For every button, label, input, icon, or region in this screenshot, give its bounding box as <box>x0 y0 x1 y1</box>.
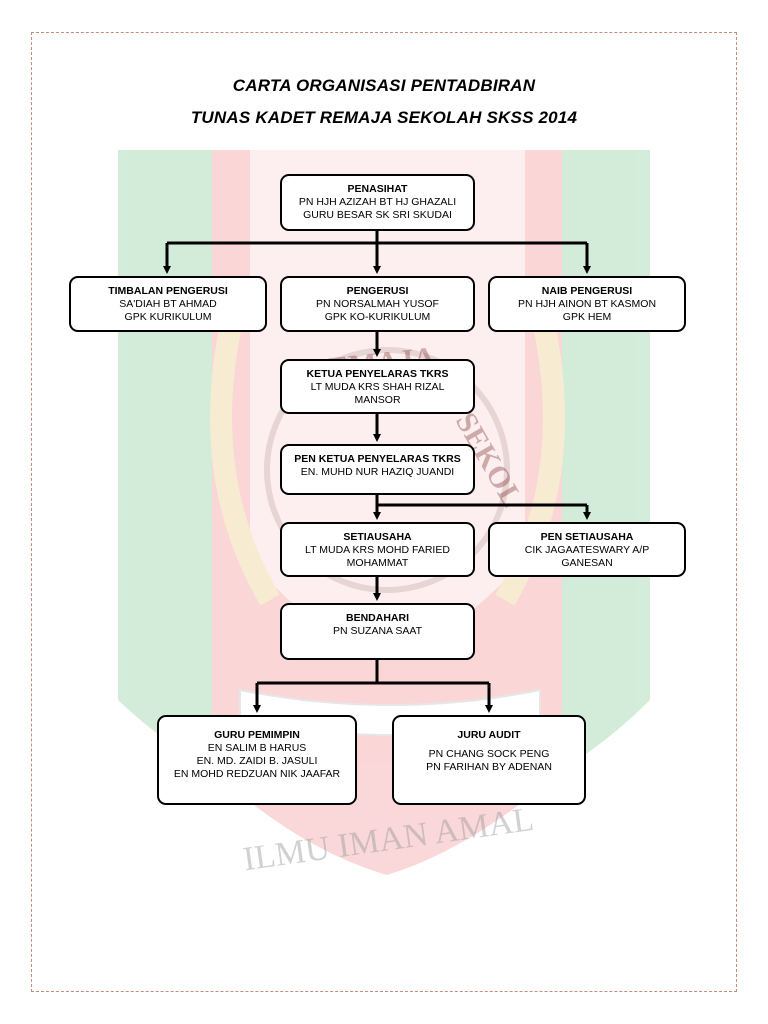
node-heading: PEN KETUA PENYELARAS TKRS <box>294 453 461 465</box>
node-line: GPK HEM <box>562 311 612 323</box>
node-line: GPK KURIKULUM <box>124 311 212 323</box>
node-line: PN FARIHAN BY ADENAN <box>426 761 552 773</box>
node-heading: NAIB PENGERUSI <box>541 285 633 297</box>
node-pen-ketua-penyelaras: PEN KETUA PENYELARAS TKRS EN. MUHD NUR H… <box>280 444 475 495</box>
node-line: LT MUDA KRS SHAH RIZAL <box>310 381 445 393</box>
node-line: PN SUZANA SAAT <box>332 625 423 637</box>
node-timbalan-pengerusi: TIMBALAN PENGERUSI SA'DIAH BT AHMAD GPK … <box>69 276 267 332</box>
node-line: GURU BESAR SK SRI SKUDAI <box>303 209 452 221</box>
node-setiausaha: SETIAUSAHA LT MUDA KRS MOHD FARIED MOHAM… <box>280 522 475 577</box>
node-line: GANESAN <box>561 557 613 569</box>
node-line: EN MOHD REDZUAN NIK JAAFAR <box>173 768 341 780</box>
node-line: SA'DIAH BT AHMAD <box>119 298 217 310</box>
node-line: EN. MUHD NUR HAZIQ JUANDI <box>300 466 455 478</box>
node-line: PN NORSALMAH YUSOF <box>316 298 439 310</box>
node-heading: GURU PEMIMPIN <box>214 729 300 741</box>
node-line: LT MUDA KRS MOHD FARIED <box>305 544 450 556</box>
node-line: MOHAMMAT <box>346 557 409 569</box>
node-line: GPK KO-KURIKULUM <box>324 311 431 323</box>
chart-subtitle: TUNAS KADET REMAJA SEKOLAH SKSS 2014 <box>190 108 578 127</box>
node-pen-setiausaha: PEN SETIAUSAHA CIK JAGAATESWARY A/P GANE… <box>488 522 686 577</box>
node-heading: PEN SETIAUSAHA <box>540 531 634 543</box>
node-line: PN HJH AINON BT KASMON <box>517 298 657 310</box>
node-line: PN CHANG SOCK PENG <box>428 748 550 760</box>
node-heading: PENASIHAT <box>347 183 408 195</box>
node-heading: TIMBALAN PENGERUSI <box>108 285 228 297</box>
chart-title: CARTA ORGANISASI PENTADBIRAN <box>232 76 536 95</box>
node-bendahari: BENDAHARI PN SUZANA SAAT <box>280 603 475 660</box>
node-juru-audit: JURU AUDIT PN CHANG SOCK PENG PN FARIHAN… <box>392 715 586 805</box>
node-line: EN. MD. ZAIDI B. JASULI <box>196 755 318 767</box>
node-guru-pemimpin: GURU PEMIMPIN EN SALIM B HARUS EN. MD. Z… <box>157 715 357 805</box>
node-heading: JURU AUDIT <box>457 729 521 741</box>
node-heading: PENGERUSI <box>346 285 409 297</box>
node-heading: BENDAHARI <box>346 612 409 624</box>
node-naib-pengerusi: NAIB PENGERUSI PN HJH AINON BT KASMON GP… <box>488 276 686 332</box>
node-line: PN HJH AZIZAH BT HJ GHAZALI <box>298 196 457 208</box>
page-border <box>31 32 737 992</box>
node-line: MANSOR <box>354 394 401 406</box>
node-line: EN SALIM B HARUS <box>207 742 307 754</box>
node-line: CIK JAGAATESWARY A/P <box>524 544 650 556</box>
node-penasihat: PENASIHAT PN HJH AZIZAH BT HJ GHAZALI GU… <box>280 174 475 231</box>
node-pengerusi: PENGERUSI PN NORSALMAH YUSOF GPK KO-KURI… <box>280 276 475 332</box>
node-heading: SETIAUSAHA <box>343 531 412 543</box>
node-heading: KETUA PENYELARAS TKRS <box>306 368 449 380</box>
node-ketua-penyelaras: KETUA PENYELARAS TKRS LT MUDA KRS SHAH R… <box>280 359 475 414</box>
